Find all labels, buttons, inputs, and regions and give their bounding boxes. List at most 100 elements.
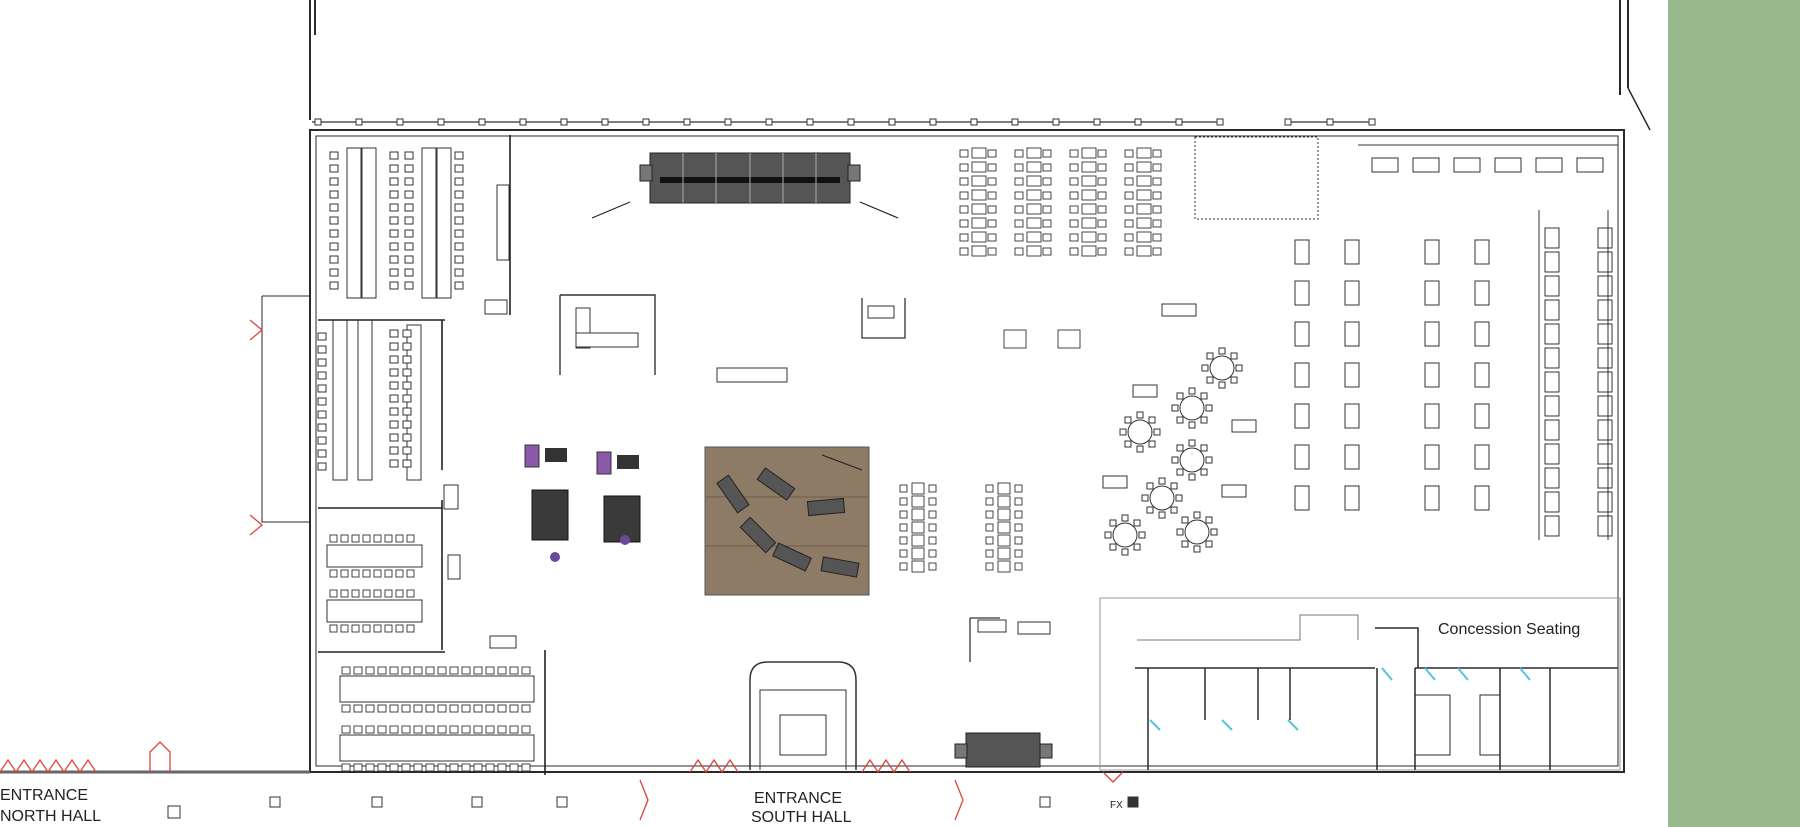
chair xyxy=(389,329,399,338)
chair xyxy=(1097,205,1107,214)
chair xyxy=(362,589,371,598)
desk xyxy=(1474,280,1490,306)
chair xyxy=(351,569,360,578)
chair xyxy=(413,704,423,713)
desk xyxy=(1003,329,1027,349)
chair xyxy=(497,666,507,675)
chair xyxy=(404,164,414,173)
desk xyxy=(997,560,1011,573)
entrance-north-label-2: NORTH HALL xyxy=(0,808,101,825)
desk xyxy=(997,482,1011,495)
chair xyxy=(373,569,382,578)
chair xyxy=(389,268,399,277)
chair xyxy=(317,436,327,445)
chair xyxy=(485,725,495,734)
chair xyxy=(473,666,483,675)
chair xyxy=(1141,494,1149,502)
desk xyxy=(1294,280,1310,306)
chair xyxy=(404,216,414,225)
chair xyxy=(521,666,531,675)
chair xyxy=(1201,364,1209,372)
truss-node xyxy=(1175,118,1183,126)
chair xyxy=(1175,494,1183,502)
chair xyxy=(1181,540,1189,548)
round-table xyxy=(1179,395,1205,421)
desk xyxy=(1597,515,1613,537)
chair xyxy=(1205,540,1213,548)
chair xyxy=(373,624,382,633)
chair xyxy=(1171,404,1179,412)
concession-rooms xyxy=(1099,597,1621,771)
chair xyxy=(437,725,447,734)
chair xyxy=(454,190,464,199)
truss-node xyxy=(1052,118,1060,126)
chair xyxy=(317,332,327,341)
chair xyxy=(402,381,412,390)
desk xyxy=(1544,251,1560,273)
round-table xyxy=(1179,447,1205,473)
chair xyxy=(1119,428,1127,436)
chair xyxy=(899,523,908,532)
chair xyxy=(1176,392,1184,400)
desk xyxy=(911,560,925,573)
chair xyxy=(1121,514,1129,522)
chair xyxy=(389,255,399,264)
chair xyxy=(404,242,414,251)
chair xyxy=(1206,376,1214,384)
chair xyxy=(329,569,338,578)
chair xyxy=(389,203,399,212)
chair xyxy=(373,534,382,543)
chair xyxy=(959,191,969,200)
chair xyxy=(404,255,414,264)
chair xyxy=(389,242,399,251)
chair xyxy=(329,242,339,251)
chair xyxy=(1014,233,1024,242)
middle-chair-grids xyxy=(899,147,1162,573)
chair xyxy=(509,666,519,675)
chair xyxy=(1014,191,1024,200)
desk xyxy=(971,231,987,243)
chair xyxy=(401,725,411,734)
chair xyxy=(1136,411,1144,419)
round-table xyxy=(1184,519,1210,545)
chair xyxy=(340,624,349,633)
chair xyxy=(425,763,435,772)
chair xyxy=(404,177,414,186)
chair xyxy=(1124,247,1134,256)
chair xyxy=(1193,511,1201,519)
desk xyxy=(997,521,1011,534)
chair xyxy=(1124,219,1134,228)
chair xyxy=(899,484,908,493)
chair xyxy=(1146,506,1154,514)
chair xyxy=(1124,149,1134,158)
chair xyxy=(341,725,351,734)
chair xyxy=(317,358,327,367)
desk xyxy=(1026,175,1042,187)
chair xyxy=(1097,191,1107,200)
chair xyxy=(454,242,464,251)
desk xyxy=(1544,299,1560,321)
chair xyxy=(406,534,415,543)
chair xyxy=(1181,516,1189,524)
desk xyxy=(1424,280,1440,306)
chair xyxy=(402,329,412,338)
chair xyxy=(1014,149,1024,158)
chair xyxy=(437,704,447,713)
lounge-groups xyxy=(524,444,641,562)
chair xyxy=(1218,347,1226,355)
chair xyxy=(329,190,339,199)
desk xyxy=(971,217,987,229)
chair xyxy=(1176,416,1184,424)
chair xyxy=(454,229,464,238)
chair xyxy=(1230,352,1238,360)
chair xyxy=(395,534,404,543)
chair xyxy=(1218,381,1226,389)
chair xyxy=(425,704,435,713)
chair xyxy=(389,164,399,173)
chair xyxy=(402,459,412,468)
desk xyxy=(1424,485,1440,511)
chair xyxy=(1133,519,1141,527)
chair xyxy=(1069,191,1079,200)
desk xyxy=(1136,245,1152,257)
chair xyxy=(1069,205,1079,214)
